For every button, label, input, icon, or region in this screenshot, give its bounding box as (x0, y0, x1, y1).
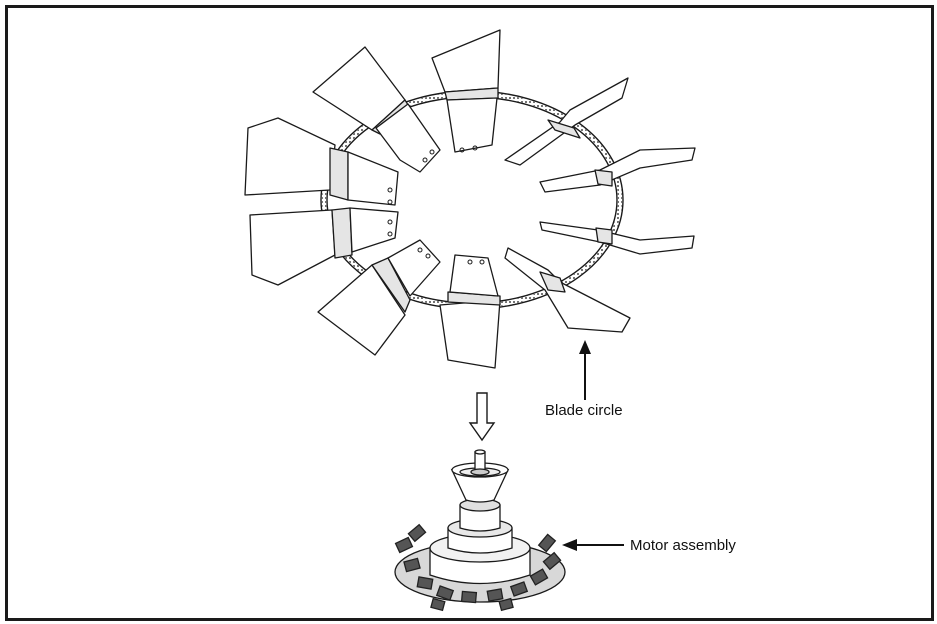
blade (539, 147, 696, 193)
blade (431, 29, 501, 153)
motor-assembly-label: Motor assembly (630, 537, 736, 554)
blade (249, 207, 399, 286)
blade (439, 254, 501, 369)
blade (504, 247, 631, 333)
motor-assembly (394, 449, 566, 612)
blade-circle-arrow (579, 340, 591, 400)
blade-circle-label: Blade circle (545, 402, 623, 419)
blade (504, 77, 629, 166)
motor-assembly-arrow (562, 539, 624, 551)
blade (244, 117, 399, 206)
blade (539, 221, 695, 255)
blade (312, 46, 441, 173)
assembly-direction-arrow (468, 392, 496, 442)
mounting-holes (387, 145, 485, 265)
